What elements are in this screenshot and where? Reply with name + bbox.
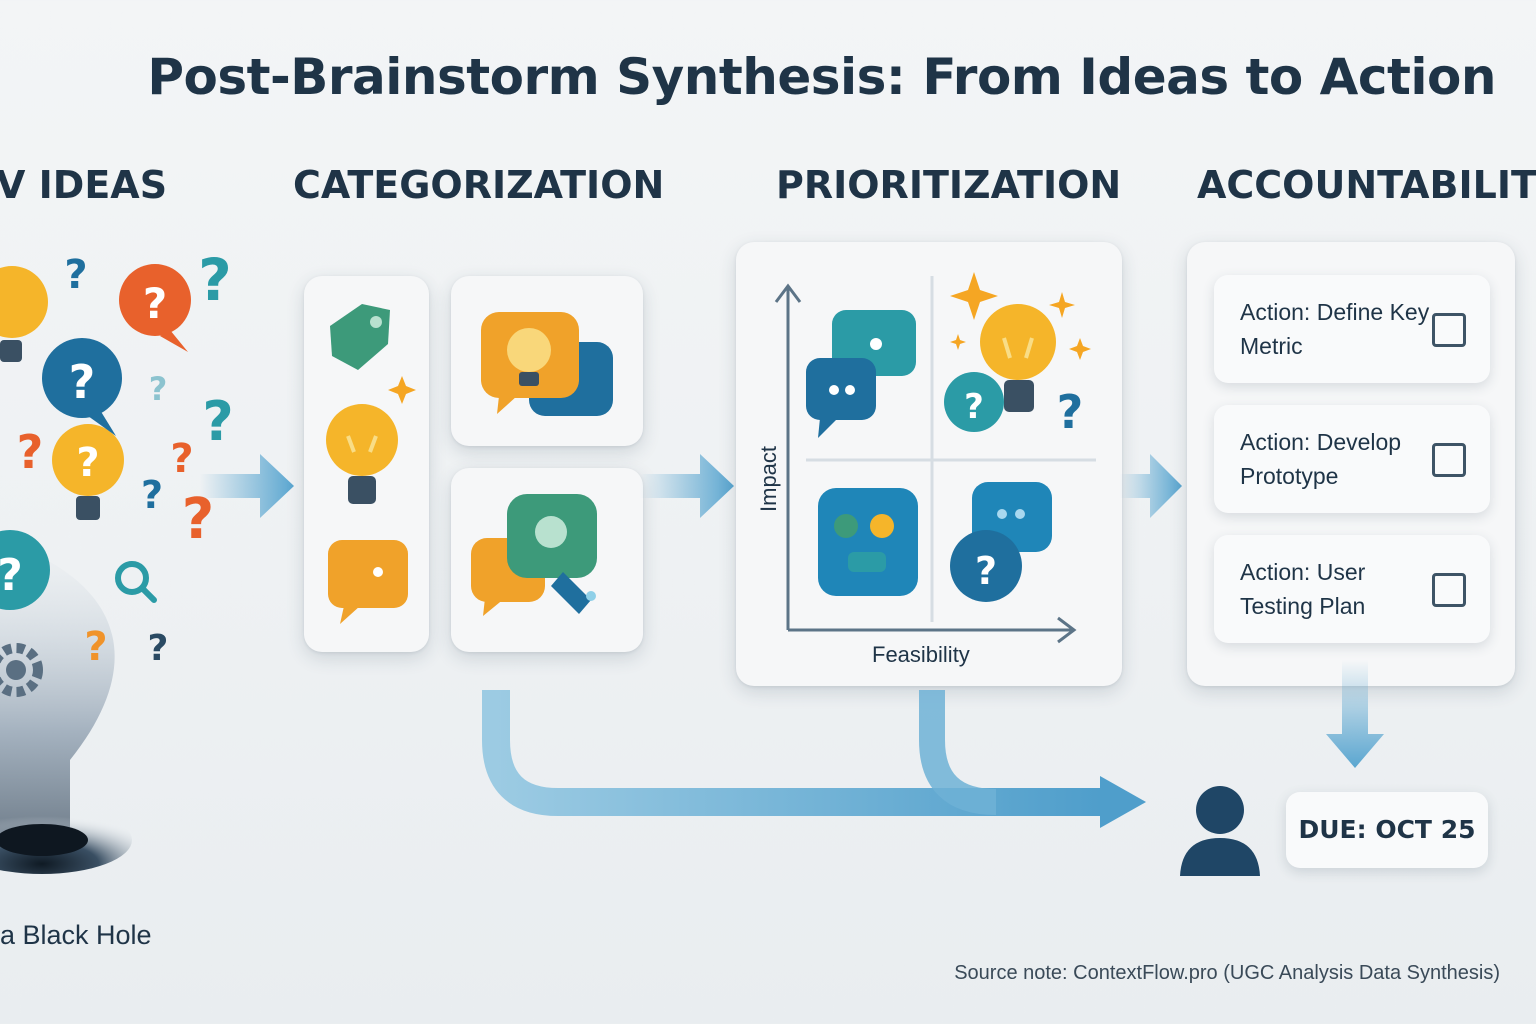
question-glyph: ? xyxy=(17,425,44,479)
action-item[interactable]: Action: User Testing Plan xyxy=(1214,535,1490,643)
black-hole-caption: a Black Hole xyxy=(0,920,152,950)
question-bubble-icon: ? xyxy=(119,264,191,352)
checkbox-icon[interactable] xyxy=(1432,313,1466,347)
category-card-column xyxy=(304,276,429,652)
category-ideas-icons xyxy=(481,312,613,416)
question-glyph: ? xyxy=(141,473,163,517)
source-note: Source note: ContextFlow.pro (UGC Analys… xyxy=(954,962,1500,984)
question-glyph: ? xyxy=(198,246,232,314)
matrix-x-axis-label: Feasibility xyxy=(872,642,970,667)
action-item-label: Action: Define Key Metric xyxy=(1240,299,1430,359)
sparkle-icon xyxy=(950,272,1091,360)
lightbulb-icon xyxy=(980,304,1056,412)
magnifier-icon xyxy=(115,561,157,603)
question-glyph: ? xyxy=(964,387,984,427)
matrix-axes xyxy=(774,283,1077,644)
question-glyph: ? xyxy=(0,550,23,601)
prioritization-matrix-card: ? ? ? Impact Feasibility xyxy=(736,242,1122,686)
flow-arrow-1 xyxy=(200,454,294,518)
question-glyph: ? xyxy=(148,628,169,669)
flow-arrow-down xyxy=(1326,660,1384,768)
person-icon xyxy=(1180,786,1260,876)
question-bubble-icon: ? xyxy=(0,530,50,610)
magnifier-icon xyxy=(507,494,597,614)
category-card-search xyxy=(451,468,643,652)
question-glyph: ? xyxy=(143,279,167,328)
question-glyph: ? xyxy=(170,436,193,482)
action-item-label: Action: User Testing Plan xyxy=(1240,559,1366,619)
page-title: Post-Brainstorm Synthesis: From Ideas to… xyxy=(147,48,1496,106)
raw-ideas-cluster: ? ? ? ? ? ? ? ? ? ? ? ? ? ? xyxy=(0,246,234,874)
question-glyph: ? xyxy=(64,252,87,298)
feedback-flow-arrow xyxy=(482,690,1146,828)
matrix-y-axis-label: Impact xyxy=(756,445,781,512)
question-glyph: ? xyxy=(84,624,107,670)
checkbox-icon[interactable] xyxy=(1432,573,1466,607)
chat-bubble-icon xyxy=(806,310,916,438)
impact-feasibility-matrix: ? ? ? xyxy=(774,272,1096,644)
lightbulb-icon: ? xyxy=(52,424,124,520)
flow-arrow-2 xyxy=(640,454,734,518)
flow-arrow-3 xyxy=(1120,454,1182,518)
category-card-ideas xyxy=(451,276,643,446)
question-glyph: ? xyxy=(202,390,233,453)
stage-accountability-heading: ACCOUNTABILITY xyxy=(1197,163,1536,207)
question-glyph: ? xyxy=(76,440,99,486)
lightbulb-icon xyxy=(326,404,398,504)
checkbox-icon[interactable] xyxy=(1432,443,1466,477)
action-item[interactable]: Action: Define Key Metric xyxy=(1214,275,1490,383)
category-search-icons xyxy=(471,494,597,616)
chat-bubble-icon xyxy=(328,540,408,624)
question-bubble-icon: ? xyxy=(42,338,122,436)
tag-icon xyxy=(330,304,390,370)
app-tile-icon xyxy=(818,488,918,596)
lightbulb-icon xyxy=(0,266,48,362)
category-column-icons xyxy=(326,304,416,624)
question-glyph: ? xyxy=(69,355,96,409)
black-hole-funnel xyxy=(0,540,132,874)
lightbulb-chat-icon xyxy=(481,312,579,414)
question-bubble-icon: ? xyxy=(944,372,1004,432)
gear-icon xyxy=(0,643,43,697)
stage-categorization-heading: CATEGORIZATION xyxy=(293,163,665,207)
due-date-badge: DUE: OCT 25 xyxy=(1286,792,1488,868)
question-bubble-icon: ? xyxy=(950,530,1022,602)
stage-raw-ideas-heading: V IDEAS xyxy=(0,163,168,207)
action-item-label: Action: Develop Prototype xyxy=(1240,429,1402,489)
sparkle-icon xyxy=(388,376,416,404)
stage-prioritization-heading: PRIORITIZATION xyxy=(776,163,1122,207)
question-glyph: ? xyxy=(1057,385,1084,439)
action-item[interactable]: Action: Develop Prototype xyxy=(1214,405,1490,513)
question-glyph: ? xyxy=(149,370,168,408)
question-glyph: ? xyxy=(975,549,997,593)
